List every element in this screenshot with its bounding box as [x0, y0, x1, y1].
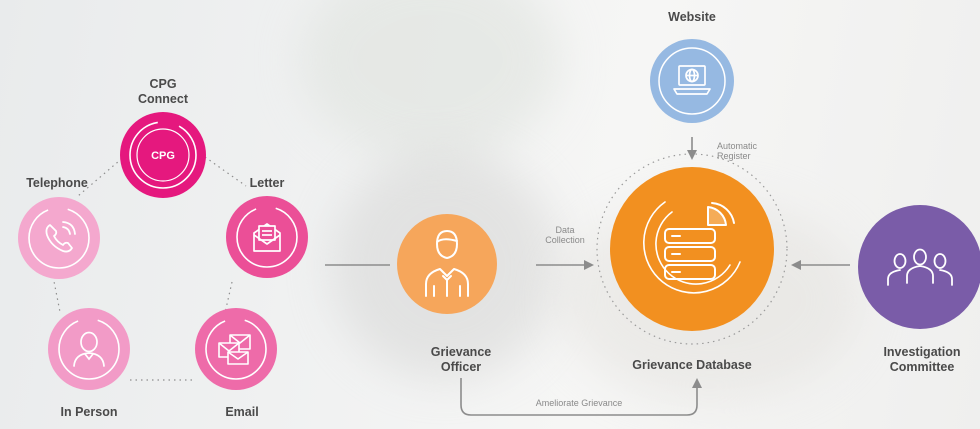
officer-icon	[425, 230, 469, 297]
group-icon	[887, 248, 953, 286]
website-node	[650, 39, 734, 123]
cpg-connect-label: CPG Connect	[138, 77, 188, 106]
email-icon	[218, 334, 251, 365]
channel-ring	[50, 154, 247, 381]
in-person-node	[48, 308, 130, 390]
grievance-database-label: Grievance Database	[632, 358, 752, 372]
envelope-letter-icon	[253, 223, 281, 252]
letter-node	[226, 196, 308, 278]
automatic-register-label: Automatic Register	[717, 141, 758, 161]
website-label: Website	[668, 10, 716, 24]
data-collection-label: Data Collection	[545, 225, 585, 245]
in-person-label: In Person	[60, 405, 118, 419]
ameliorate-label: Ameliorate Grievance	[535, 398, 623, 408]
grievance-database-node	[610, 167, 774, 331]
person-icon	[73, 331, 105, 367]
laptop-globe-icon	[673, 65, 711, 95]
background-blur	[300, 0, 560, 160]
cpg-badge-icon: CPG	[151, 150, 175, 162]
investigation-committee-label: Investigation Committee	[883, 345, 961, 374]
investigation-committee-node	[858, 205, 980, 329]
database-icon	[643, 201, 741, 294]
ameliorate-arrow	[460, 378, 702, 416]
telephone-label: Telephone	[26, 176, 88, 190]
telephone-node	[18, 197, 100, 279]
letter-label: Letter	[249, 176, 285, 190]
grievance-officer-label: Grievance Officer	[430, 345, 492, 374]
cpg-connect-node: CPG	[120, 112, 206, 198]
grievance-officer-node	[397, 214, 497, 314]
email-node	[195, 308, 277, 390]
email-label: Email	[225, 405, 259, 419]
phone-icon	[45, 221, 76, 253]
